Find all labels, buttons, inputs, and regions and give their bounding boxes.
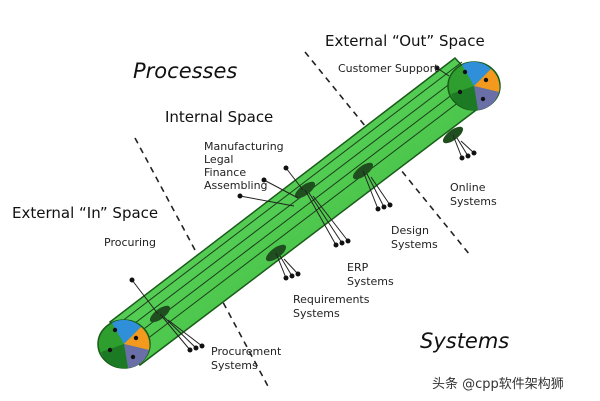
label-requirements-systems-1: Requirements — [293, 293, 370, 306]
heading-internal-space: Internal Space — [165, 108, 273, 126]
label-assembling: Assembling — [204, 179, 268, 192]
label-procuring: Procuring — [104, 236, 156, 249]
heading-external-out-space: External “Out” Space — [325, 32, 485, 50]
tube-end-left — [97, 319, 151, 369]
label-design-systems-1: Design — [391, 224, 429, 237]
label-erp-systems-2: Systems — [347, 275, 394, 288]
label-legal: Legal — [204, 153, 233, 166]
label-finance: Finance — [204, 166, 246, 179]
heading-processes: Processes — [133, 59, 237, 83]
label-procurement-systems-1: Procurement — [211, 345, 282, 358]
label-procurement-systems-2: Systems — [211, 359, 258, 372]
tube-end-right — [447, 61, 501, 111]
label-online-systems-2: Systems — [450, 195, 497, 208]
watermark-text: 头条 @cpp软件架构狮 — [432, 376, 564, 392]
label-customer-support: Customer Support — [338, 62, 439, 75]
label-design-systems-2: Systems — [391, 238, 438, 251]
divider-in-space — [134, 137, 271, 391]
connector-lines — [131, 67, 475, 351]
connector-dots — [129, 65, 477, 353]
heading-systems: Systems — [420, 329, 509, 353]
label-online-systems-1: Online — [450, 181, 486, 194]
label-manufacturing: Manufacturing — [204, 140, 284, 153]
tube-channels — [112, 61, 481, 353]
process-tube — [97, 56, 501, 369]
label-erp-systems-1: ERP — [347, 261, 369, 274]
label-requirements-systems-2: Systems — [293, 307, 340, 320]
heading-external-in-space: External “In” Space — [12, 204, 158, 222]
